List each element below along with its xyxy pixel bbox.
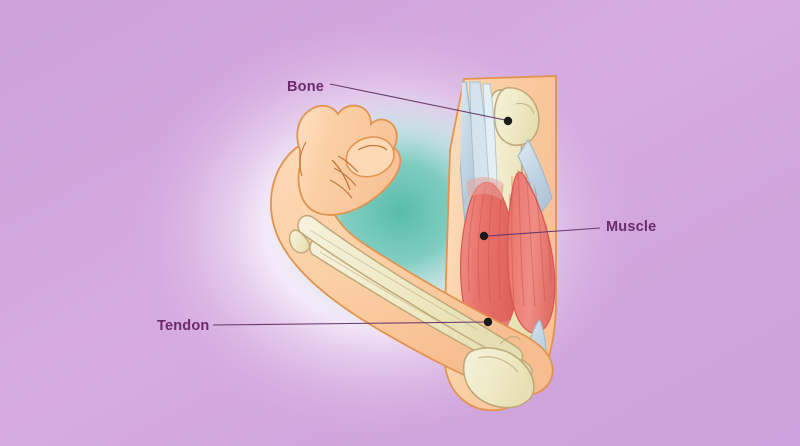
forearm-bones [288,214,533,377]
finger-crease-2 [333,167,357,187]
bone-label: Bone [287,79,324,95]
label-group: Bone Muscle Tendon [157,79,656,334]
tendon-leader-line [212,321,486,326]
trochlea-notch [499,335,521,345]
triceps-muscle [507,171,556,334]
tendon-label: Tendon [157,318,209,334]
label-tendon[interactable]: Tendon [157,317,493,334]
olecranon-crease [477,356,519,373]
ulna-shading [309,229,479,331]
muscle-leader-line [486,227,601,237]
radius-head [288,229,311,254]
label-bone[interactable]: Bone [287,79,513,126]
forearm-and-fist [270,104,554,409]
upper-arm [443,75,557,412]
ulna-bone [297,214,524,363]
tendon-marker-dot [483,317,493,327]
humerus-head-crease [515,102,535,115]
radius-shading [319,251,487,349]
bone-leader-line [329,83,506,121]
bone-marker-dot [503,116,513,126]
knuckle-edge-crease [299,141,307,177]
finger-crease-3 [329,179,353,199]
thumb-nail-crease [357,144,388,151]
finger-crease-4 [337,155,359,173]
elbow-joint-olecranon [462,347,535,409]
label-muscle[interactable]: Muscle [479,219,657,241]
biceps-aponeurosis [466,177,504,200]
muscle-marker-dot [479,231,489,241]
muscle-label: Muscle [606,219,656,235]
humerus-head [493,87,540,146]
